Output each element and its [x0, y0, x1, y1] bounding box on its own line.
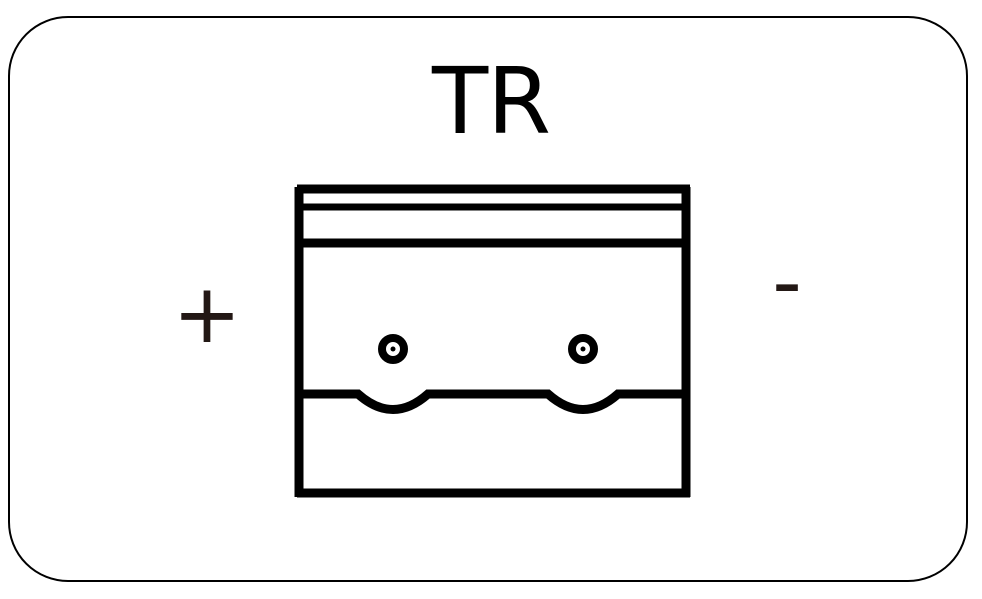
screw-terminal-left — [378, 334, 408, 364]
screw-terminal-right — [568, 334, 598, 364]
label-frame — [8, 16, 968, 582]
block-lower-divider — [299, 389, 686, 414]
negative-terminal-label: - — [772, 235, 802, 330]
positive-terminal-label: + — [172, 267, 242, 362]
label-title: TR — [431, 48, 551, 155]
